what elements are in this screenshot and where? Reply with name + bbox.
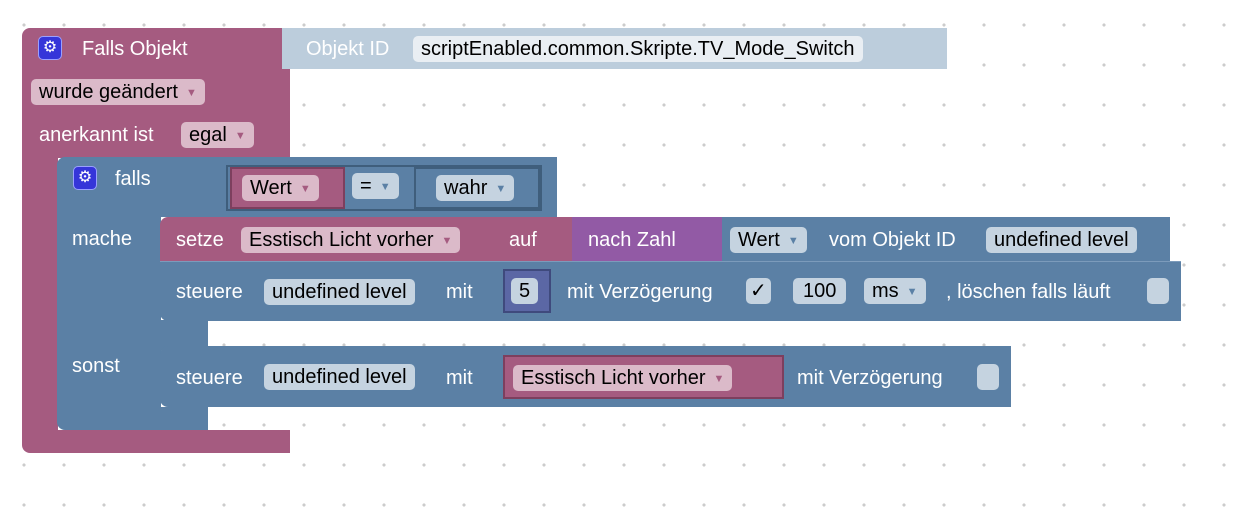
dropdown-arrow-icon: ▼ [713,373,725,385]
dropdown-arrow-icon: ▼ [185,87,197,99]
delay-label: mit Verzögerung [567,281,713,303]
clear-label: , löschen falls läuft [946,281,1111,303]
object-id-field[interactable]: scriptEnabled.common.Skripte.TV_Mode_Swi… [413,36,863,62]
delay-checkbox[interactable] [977,364,999,390]
object-field[interactable]: undefined level [986,227,1137,253]
boolean-dropdown[interactable]: wahr▼ [436,175,515,201]
dropdown-arrow-icon: ▼ [379,181,391,193]
variable-dropdown[interactable]: Esstisch Licht vorher▼ [241,227,461,253]
sonst-label: sonst [72,355,120,377]
delay-label: mit Verzögerung [797,367,943,389]
setze-label: setze [176,229,224,251]
event-block-stripe [22,150,58,440]
gear-icon[interactable]: ⚙ [73,166,97,190]
event-block-bottom [22,430,290,453]
mit-label: mit [446,367,473,389]
number-field[interactable]: 5 [511,278,539,304]
object-field[interactable]: undefined level [264,279,415,305]
unit-dropdown[interactable]: ms▼ [864,278,926,304]
steuere-label: steuere [176,281,243,303]
falls-label: falls [115,168,151,190]
event-title: Falls Objekt [82,38,188,60]
auf-label: auf [509,229,537,251]
value-dropdown[interactable]: Wert▼ [242,175,319,201]
dropdown-arrow-icon: ▼ [299,183,311,195]
if-block-sonst [57,320,208,350]
dropdown-arrow-icon: ▼ [787,235,799,247]
dropdown-arrow-icon: ▼ [441,235,453,247]
clear-checkbox[interactable] [1147,278,1169,304]
gear-icon[interactable]: ⚙ [38,36,62,60]
mache-label: mache [72,228,133,250]
if-block-stripe [57,210,161,420]
dropdown-arrow-icon: ▼ [906,286,918,298]
delay-field[interactable]: 100 [793,278,847,304]
variable-dropdown[interactable]: Esstisch Licht vorher▼ [513,365,733,391]
ack-dropdown[interactable]: egal▼ [181,122,254,148]
if-block-bottom [57,407,208,430]
mit-label: mit [446,281,473,303]
from-object-label: vom Objekt ID [829,229,956,251]
to-number-block[interactable] [572,217,722,261]
dropdown-arrow-icon: ▼ [495,183,507,195]
steuere-label: steuere [176,367,243,389]
object-field[interactable]: undefined level [264,364,415,390]
object-id-label: Objekt ID [306,38,390,60]
trigger-dropdown[interactable]: wurde geändert▼ [31,79,205,105]
dropdown-arrow-icon: ▼ [234,130,246,142]
delay-checkbox[interactable]: ✓ [746,278,771,304]
state-field-dropdown[interactable]: Wert▼ [730,227,807,253]
to-number-label: nach Zahl [588,229,676,251]
ack-label: anerkannt ist [39,124,154,146]
operator-dropdown[interactable]: =▼ [352,173,399,199]
